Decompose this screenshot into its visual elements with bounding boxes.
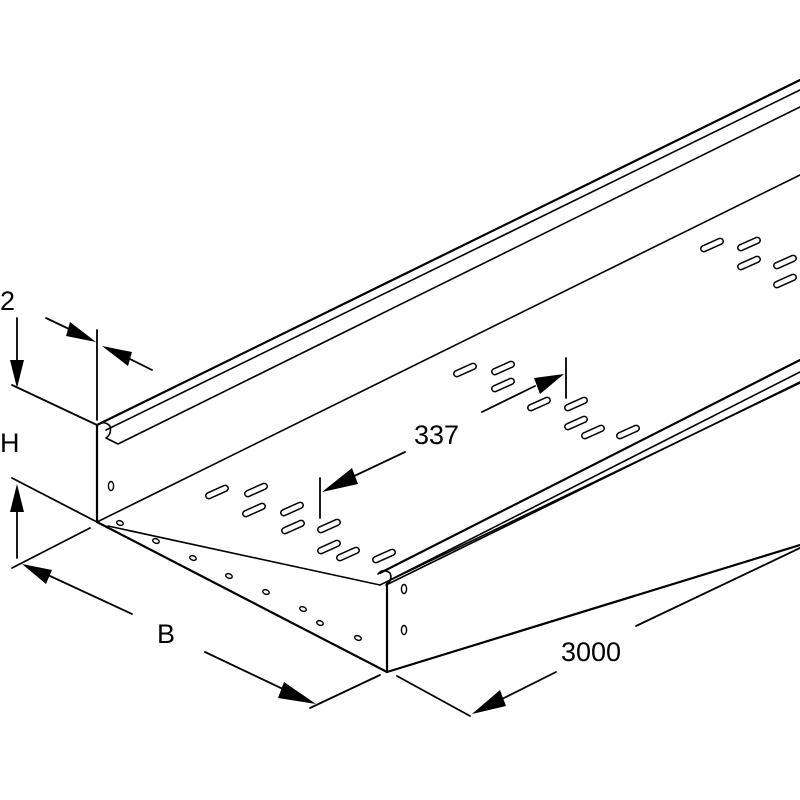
left-wall-top-edge-inner [105, 89, 800, 431]
floor-slot [564, 415, 588, 431]
arrowhead [66, 322, 96, 342]
thickness-dimension: 2 [0, 286, 153, 421]
floor-slot [773, 273, 797, 289]
length-dimension: 3000 [396, 547, 800, 717]
width-arrow-shaft-right [204, 651, 286, 691]
arrowhead [102, 346, 132, 366]
wall-holes [107, 480, 408, 636]
left-wall-bottom-edge [96, 174, 800, 523]
height-dimension: H [0, 317, 98, 559]
floor-slot [336, 546, 360, 562]
lip-hole [116, 519, 124, 527]
floor-slot [737, 236, 761, 252]
floor-slot [581, 424, 605, 440]
width-dimension: B [11, 527, 381, 709]
lip-hole [189, 554, 197, 562]
floor-slot [453, 362, 477, 378]
width-extension-left [11, 527, 91, 569]
height-label: H [0, 428, 20, 458]
floor-front-edge [95, 520, 389, 674]
right-wall-hole [400, 624, 408, 636]
pitch-arrow-shaft-left [349, 451, 406, 479]
floor-slot [205, 484, 229, 500]
arrowhead [534, 374, 564, 394]
lip-hole [225, 572, 233, 580]
right-wall-top-edge-inner [389, 371, 800, 581]
arrowhead [278, 682, 316, 704]
lip-hole [316, 619, 324, 627]
length-label: 3000 [561, 637, 621, 667]
lip-hole [152, 537, 160, 545]
right-wall-lip [377, 381, 800, 586]
slot-pitch-dimension: 337 [319, 357, 567, 519]
lip-hole [299, 605, 307, 613]
width-extension-right [309, 674, 381, 709]
left-wall-hole [107, 480, 115, 492]
floor-slot [372, 548, 396, 564]
length-arrow-shaft [499, 671, 557, 701]
floor-slot [317, 539, 341, 555]
floor-slot [280, 501, 304, 517]
floor-lip-holes [116, 519, 362, 642]
arrowhead [322, 468, 358, 492]
arrowhead [22, 564, 52, 584]
floor-slot [773, 254, 797, 270]
width-arrow-shaft-left [49, 575, 133, 615]
length-arrow-shaft-far [635, 547, 800, 627]
floor-slot [616, 424, 640, 440]
floor-front-lip [107, 525, 381, 586]
right-wall-top-edge [378, 358, 800, 575]
arrowhead [10, 484, 24, 512]
pitch-arrow-shaft-right [481, 385, 536, 413]
floor-slot [244, 482, 268, 498]
floor-slot [564, 396, 588, 412]
arrowhead [472, 690, 506, 714]
left-wall-lip [96, 106, 800, 445]
floor-slot [737, 255, 761, 271]
lip-hole [354, 634, 362, 642]
right-wall-bottom-edge [385, 543, 800, 674]
right-wall-hole [400, 583, 408, 595]
right-wall-inner-base [379, 382, 800, 586]
floor-slot [317, 518, 341, 534]
slot-pitch-label: 337 [414, 420, 459, 450]
floor-slot [527, 396, 551, 412]
floor-slots [205, 236, 797, 564]
height-extension-bottom [11, 477, 98, 523]
lip-hole [262, 588, 270, 596]
floor-slot [491, 377, 515, 393]
floor-slot [242, 502, 266, 518]
floor-slot [700, 237, 724, 253]
left-wall-top-edge [95, 78, 800, 427]
arrowhead [10, 360, 24, 388]
floor-slot [281, 519, 305, 535]
floor-slot [491, 360, 515, 376]
thickness-label: 2 [0, 286, 15, 316]
height-extension-top [11, 384, 98, 426]
length-extension-front [396, 675, 471, 717]
tray-body [95, 78, 800, 674]
width-label: B [157, 619, 175, 649]
